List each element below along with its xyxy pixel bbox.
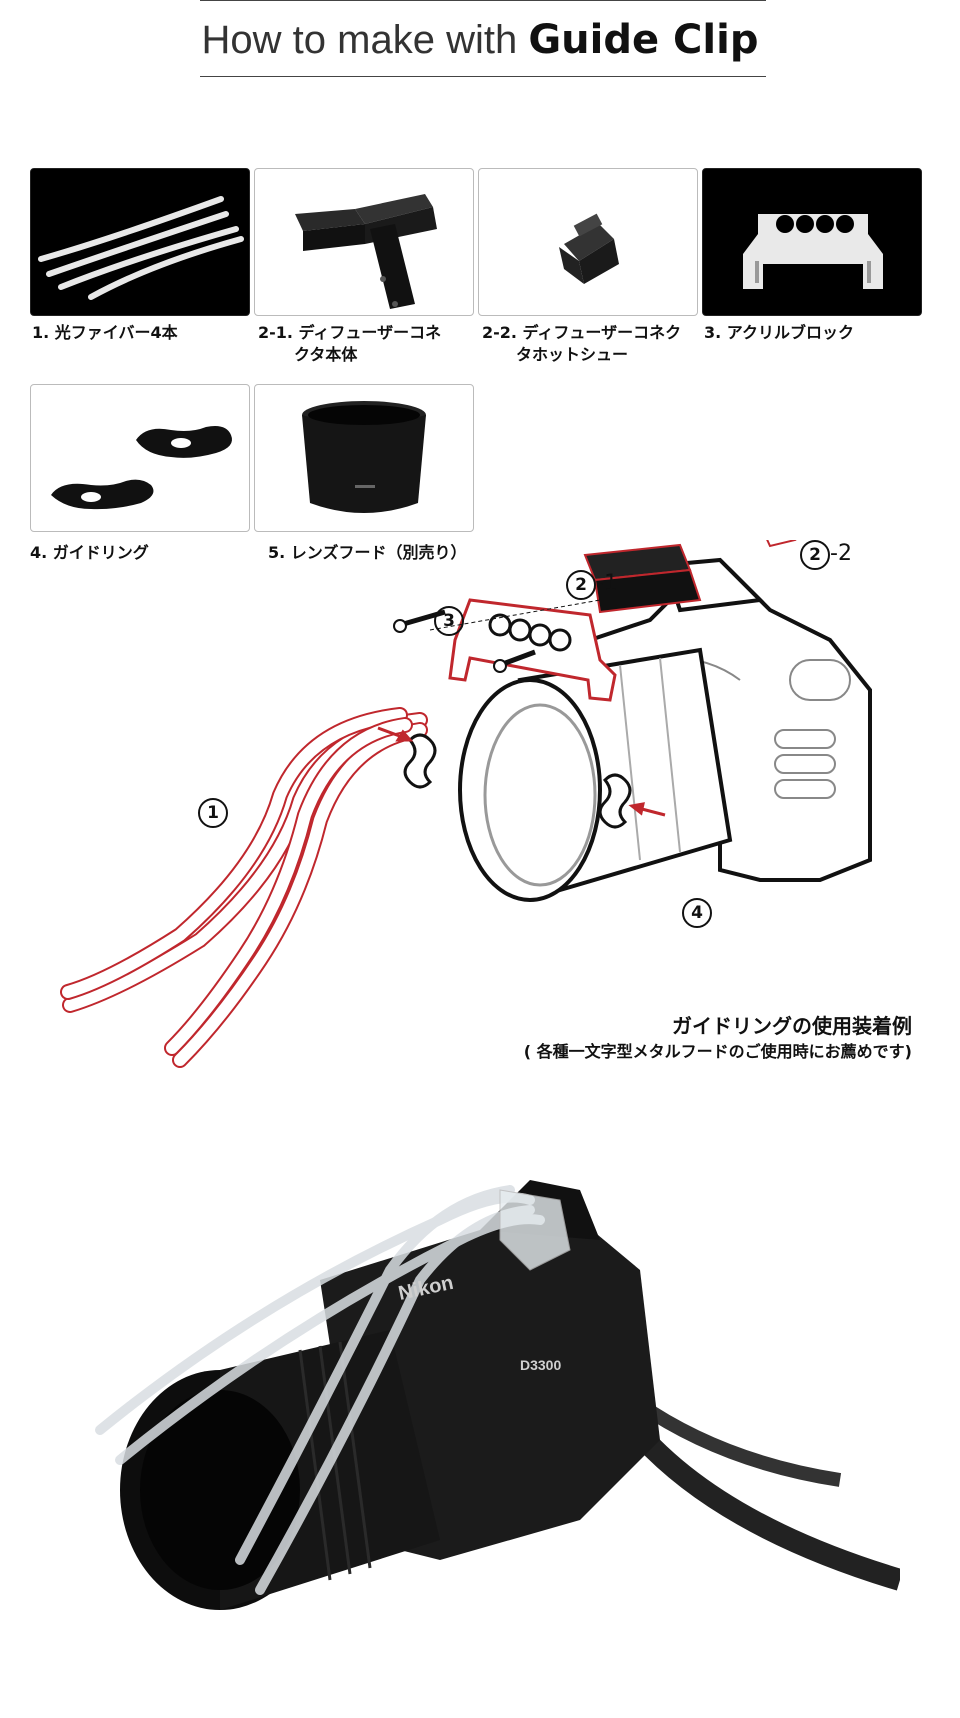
hot-shoe-part xyxy=(766,540,797,548)
diagram-subcaption: ( 各種一文字型メタルフードのご使用時にお薦めです) xyxy=(523,1042,912,1061)
part-guide-ring-label: 4. ガイドリング xyxy=(30,543,149,562)
assembly-illustration xyxy=(60,540,872,1068)
part-connector-body-label-line1: 2-1. ディフューザーコネ xyxy=(258,323,442,342)
callout-2-2-suffix: -2 xyxy=(830,541,852,566)
page-title: How to make with Guide Clip xyxy=(0,12,960,68)
optical-fiber-icon xyxy=(31,169,249,315)
acrylic-block-part xyxy=(448,598,617,702)
connector-body-icon xyxy=(295,194,437,309)
part-connector-body-label-line2: クタ本体 xyxy=(294,345,358,364)
callout-4: 4 xyxy=(682,898,712,928)
lens-hood-icon xyxy=(302,401,426,513)
photo-model-text: D3300 xyxy=(520,1357,561,1373)
callout-2-2-number: 2 xyxy=(800,540,830,570)
part-acrylic-thumb xyxy=(702,168,922,316)
lens xyxy=(458,647,733,902)
guide-ring-icon xyxy=(51,426,232,510)
title-strong: Guide Clip xyxy=(528,17,759,63)
callout-2-1: 2-1 xyxy=(566,570,618,600)
part-connector-shoe-label: 2-2. ディフューザーコネク タホットシュー xyxy=(482,322,681,366)
title-prefix: How to make with xyxy=(201,18,518,62)
callout-3-number: 3 xyxy=(434,606,464,636)
guide-rings xyxy=(403,733,632,829)
camera-with-fibers-photo: Nikon D3300 xyxy=(95,1180,900,1610)
part-guide-ring-thumb xyxy=(30,384,250,532)
part-connector-body-thumb xyxy=(254,168,474,316)
part-connector-shoe-thumb xyxy=(478,168,698,316)
callout-2-1-number: 2 xyxy=(566,570,596,600)
product-photo: Nikon D3300 xyxy=(60,1160,900,1680)
fiber-strands xyxy=(60,707,428,1068)
part-connector-shoe-label-line2: タホットシュー xyxy=(516,345,629,364)
part-connector-body-label: 2-1. ディフューザーコネ クタ本体 xyxy=(258,322,441,366)
title-rule-bottom xyxy=(200,76,766,77)
part-lens-hood-label: 5. レンズフード（別売り） xyxy=(268,543,467,562)
part-acrylic-label: 3. アクリルブロック xyxy=(704,323,854,342)
part-fiber-thumb xyxy=(30,168,250,316)
callout-1-number: 1 xyxy=(198,798,228,828)
acrylic-block-icon xyxy=(703,169,921,315)
callout-4-number: 4 xyxy=(682,898,712,928)
diagram-caption: ガイドリングの使用装着例 xyxy=(672,1014,912,1038)
part-fiber-label: 1. 光ファイバー4本 xyxy=(32,323,178,342)
part-connector-shoe-label-line1: 2-2. ディフューザーコネク xyxy=(482,323,682,342)
red-arrows xyxy=(377,726,666,817)
hot-shoe-icon xyxy=(559,213,619,284)
callout-2-2: 2-2 xyxy=(800,540,852,570)
connector-body-part xyxy=(583,543,702,614)
callout-2-1-suffix: -1 xyxy=(596,571,618,596)
callout-3: 3 xyxy=(434,606,464,636)
title-rule-top xyxy=(200,0,766,1)
callout-1: 1 xyxy=(198,798,228,828)
assembly-diagram: 1 2-1 2-2 3 4 xyxy=(0,540,960,1100)
part-lens-hood-thumb xyxy=(254,384,474,532)
